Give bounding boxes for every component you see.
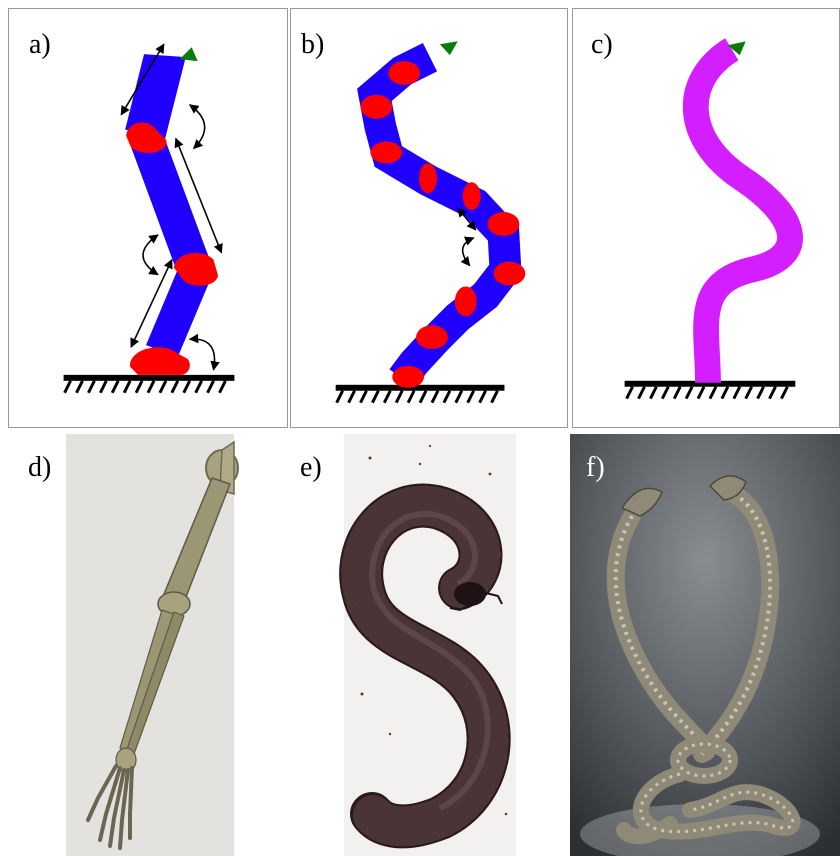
joint [455,287,477,317]
panel-e-label: e) [300,454,322,482]
joints [360,61,525,388]
panel-c: c) [572,8,840,428]
joint [370,142,402,164]
rotation-arrow-1 [190,339,215,370]
joint [416,325,448,349]
continuum-body [696,49,790,382]
panel-a: a) [8,8,288,428]
end-effector-tip [440,41,458,55]
end-effector-tip [180,47,198,61]
panel-d: d) [8,434,282,856]
panel-e: e) [290,434,560,856]
ground-base [625,381,796,399]
millipede-image [290,434,560,856]
joint [488,212,520,236]
joint [419,163,437,193]
rigid-arm-diagram [9,9,287,427]
panel-f-label: f) [586,454,605,482]
panel-d-label: d) [28,454,51,482]
panel-c-label: c) [591,31,613,59]
panel-b: b) [290,8,568,428]
joint [494,262,526,286]
hyper-redundant-diagram [291,9,567,427]
arm-skeleton-image [8,434,282,856]
joint-base [130,347,190,375]
panel-f: f) [570,434,840,856]
joint [392,366,424,388]
snakes-image [570,434,840,856]
rotation-arrow [463,238,474,266]
panel-a-label: a) [29,31,51,59]
ground-base [64,375,235,393]
continuum-robot-diagram [573,9,839,427]
panel-b-label: b) [301,31,324,59]
joint [360,95,392,119]
millipede-head [454,582,486,606]
ground-base [336,385,505,403]
joint [463,182,481,210]
rotation-arrow-2 [143,235,158,275]
joint [388,61,420,85]
rotation-arrow-3 [190,105,205,149]
